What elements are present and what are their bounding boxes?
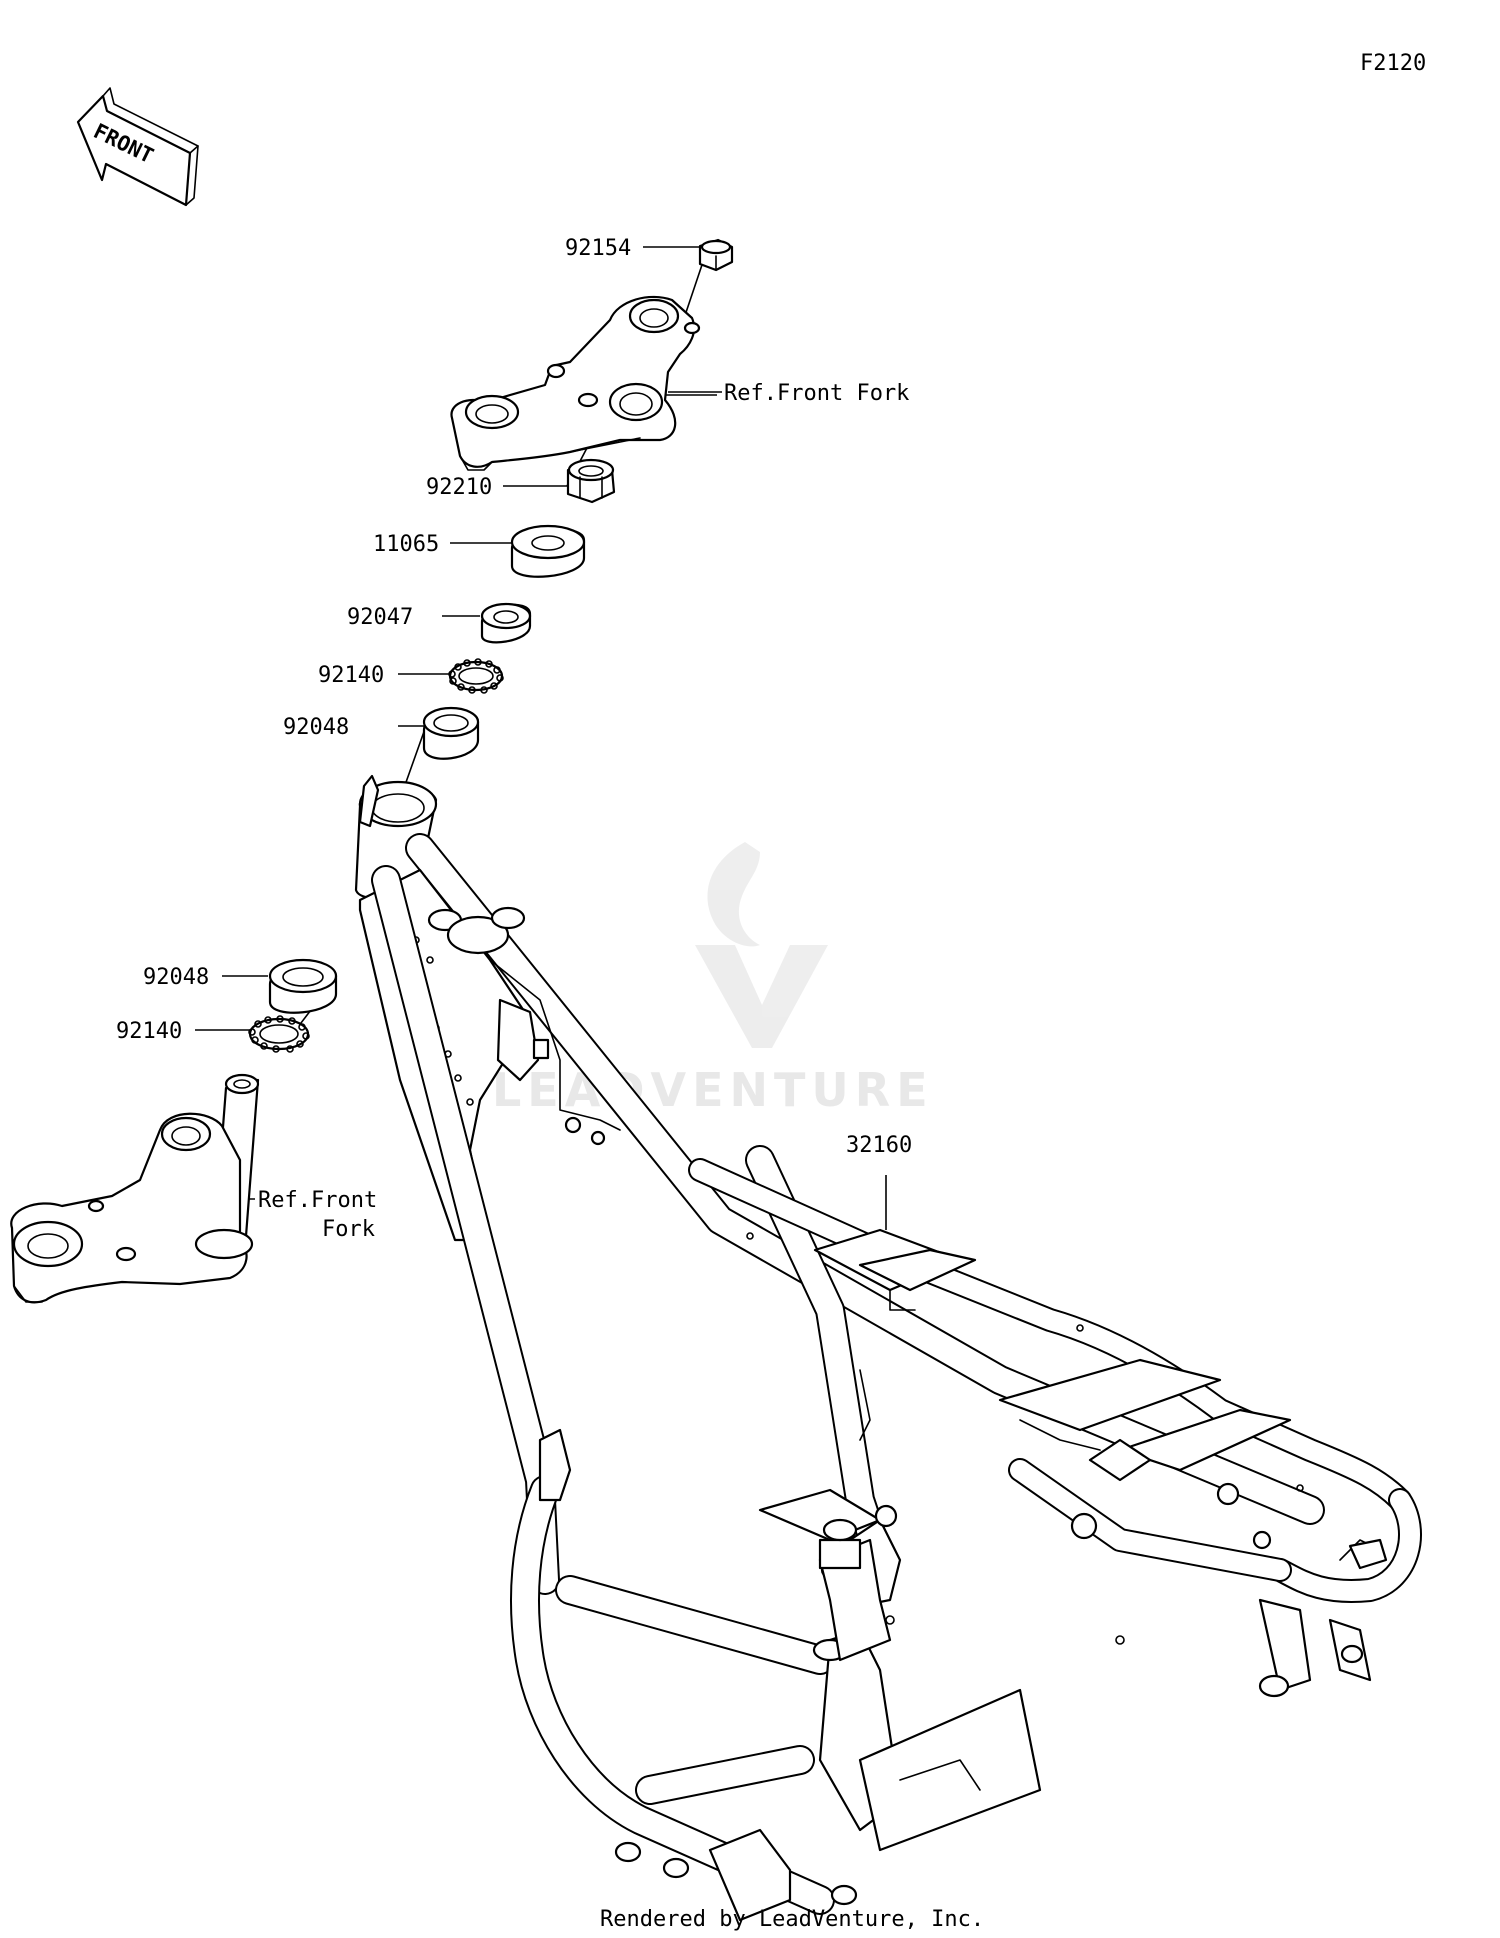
callout-92048-lower: 92048 — [143, 965, 209, 990]
callout-ref-front-fork-upper: Ref.Front Fork — [724, 381, 909, 406]
callout-11065: 11065 — [373, 532, 439, 557]
cap-11065 — [510, 524, 586, 578]
callout-32160: 32160 — [846, 1133, 912, 1158]
ball-bearings-92140-upper — [448, 658, 504, 694]
callout-92210: 92210 — [426, 475, 492, 500]
callout-92140-upper: 92140 — [318, 663, 384, 688]
callout-ref-front-fork-lower-2: Fork — [322, 1217, 375, 1242]
race-92047 — [480, 602, 532, 644]
bearing-cup-92048-upper — [422, 706, 480, 760]
nut-92210 — [566, 458, 616, 504]
upper-triple-clamp — [450, 295, 701, 471]
ball-bearings-92140-lower — [248, 1015, 310, 1053]
callout-92154: 92154 — [565, 236, 631, 261]
footer-credit: Rendered by LeadVenture, Inc. — [600, 1907, 984, 1932]
callout-92048-upper: 92048 — [283, 715, 349, 740]
callout-92047: 92047 — [347, 605, 413, 630]
watermark-text: LEADVENTURE — [492, 1063, 934, 1117]
bearing-cup-92048-lower — [268, 958, 338, 1014]
lower-triple-clamp — [10, 1073, 260, 1304]
callout-ref-front-fork-lower-1: Ref.Front — [258, 1188, 377, 1213]
callout-92140-lower: 92140 — [116, 1019, 182, 1044]
front-arrow-icon: FRONT — [76, 87, 199, 207]
leadventure-watermark: LEADVENTURE — [492, 842, 934, 1117]
bolt-92154 — [698, 238, 734, 272]
frame-32160 — [354, 774, 1422, 1922]
diagram-id: F2120 — [1360, 51, 1426, 76]
